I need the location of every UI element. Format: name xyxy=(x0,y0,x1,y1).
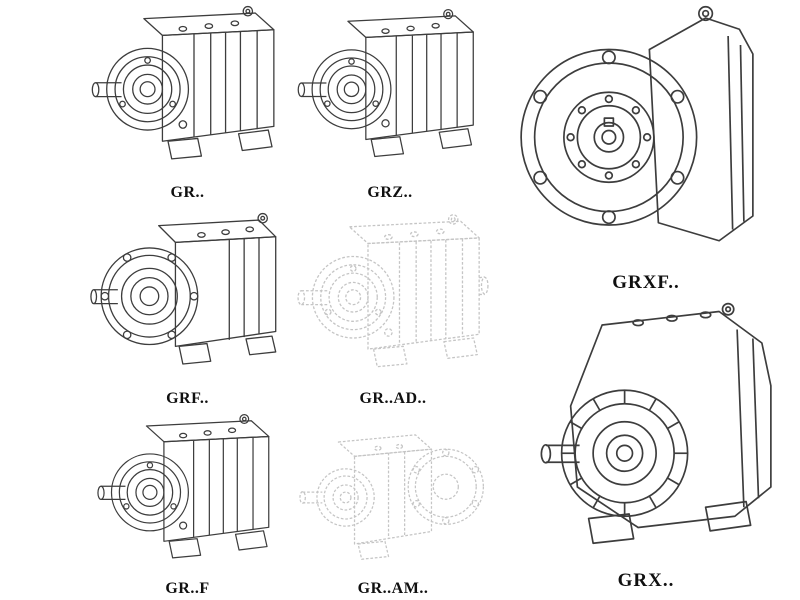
gearbox-label-grad: GR..AD.. xyxy=(359,390,427,407)
gearbox-drawing-gram xyxy=(294,408,492,578)
gearbox-label-grx: GRX.. xyxy=(617,570,675,591)
gearbox-label-gram: GR..AM.. xyxy=(357,580,429,597)
gearbox-drawing-gr xyxy=(90,2,285,182)
gearbox-label-grxf: GRXF.. xyxy=(612,272,680,293)
gearbox-label-grz: GRZ.. xyxy=(367,184,413,201)
gearbox-drawing-grx xyxy=(502,298,790,568)
gearbox-figure-grf-foot: GR..F xyxy=(90,412,285,598)
gearbox-drawing-grad xyxy=(294,212,492,388)
gearbox-figure-gr: GR.. xyxy=(90,2,285,202)
gearbox-figure-grx: GRX.. xyxy=(502,298,790,592)
gearbox-label-grf-foot: GR..F xyxy=(165,580,210,597)
gearbox-figure-grf: GRF.. xyxy=(90,210,285,408)
gearbox-drawing-grf xyxy=(90,210,285,388)
gearbox-label-gr: GR.. xyxy=(170,184,205,201)
gearbox-figure-grad: GR..AD.. xyxy=(294,212,492,408)
gearbox-drawing-grz xyxy=(296,2,484,182)
gearbox-label-grf: GRF.. xyxy=(166,390,209,407)
gearbox-figure-grxf: GRXF.. xyxy=(502,0,790,294)
gearbox-figure-grz: GRZ.. xyxy=(296,2,484,202)
gearbox-drawing-grf-foot xyxy=(90,412,285,578)
gearbox-figure-gram: GR..AM.. xyxy=(294,408,492,598)
gearbox-drawing-grxf xyxy=(502,0,790,270)
